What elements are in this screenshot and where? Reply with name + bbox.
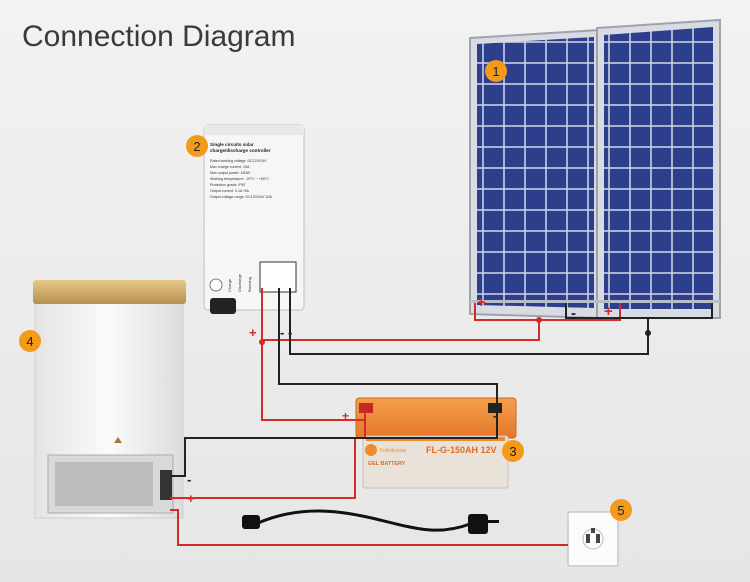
panel-plus-label: + (604, 303, 613, 320)
controller-minus-label: - (288, 325, 292, 340)
badge-3 (502, 440, 524, 462)
controller-spec: Rated working voltage: DC12V/24V (210, 159, 267, 163)
battery-icon (355, 397, 517, 489)
battery-minus-label: - (493, 409, 497, 423)
battery-type: GEL BATTERY (368, 461, 406, 467)
badge-4 (19, 330, 41, 352)
badge-1-number: 1 (492, 64, 499, 79)
battery-brand: Felicitysolar (380, 448, 407, 454)
controller-spec: Output voltage range: DC12V/24V 10A (210, 195, 273, 199)
controller-heading-2: charge/discharge controller (210, 148, 271, 153)
badge-4-number: 4 (26, 334, 33, 349)
controller-spec: Max charge current: 20A (210, 165, 250, 169)
page-title: Connection Diagram (22, 20, 296, 53)
controller-spec: Working temperature: -20°C ~ +60°C (210, 177, 269, 181)
badge-5-number: 5 (617, 503, 624, 518)
junction-dot (259, 339, 265, 345)
panel-minus-label: - (571, 305, 576, 322)
fridge-plus-label: + (187, 491, 195, 506)
controller-heading-1: Single circuits solar (210, 142, 254, 147)
junction-dot (536, 317, 542, 323)
fridge-minus-label: - (187, 472, 191, 487)
controller-status-label: Charge (227, 278, 232, 292)
controller-status-label: Discharge (237, 273, 242, 292)
controller-spec: Max output power: 150W (210, 171, 251, 175)
power-plug-icon (242, 509, 499, 534)
controller-spec: Output current: 0.1A~5A (210, 189, 249, 193)
badge-2-number: 2 (193, 139, 200, 154)
controller-status-label: Running (247, 277, 252, 292)
badge-2 (186, 135, 208, 157)
badge-3-number: 3 (509, 444, 516, 459)
battery-plus-label: + (342, 409, 349, 423)
junction-dot (645, 330, 651, 336)
badge-1 (485, 60, 507, 82)
panel-minus-label: - (692, 309, 697, 326)
controller-plus-label: + (249, 325, 257, 340)
controller-spec: Protection grade: IP67 (210, 183, 246, 187)
battery-model: FL-G-150AH 12V (426, 445, 497, 455)
solar-panel-icon (469, 18, 721, 320)
refrigerator-icon (33, 280, 186, 519)
charge-controller-icon (203, 124, 305, 314)
panel-plus-label: + (477, 294, 486, 311)
badge-5 (610, 499, 632, 521)
wall-socket-icon (567, 511, 619, 567)
controller-minus-label: - (280, 325, 284, 340)
